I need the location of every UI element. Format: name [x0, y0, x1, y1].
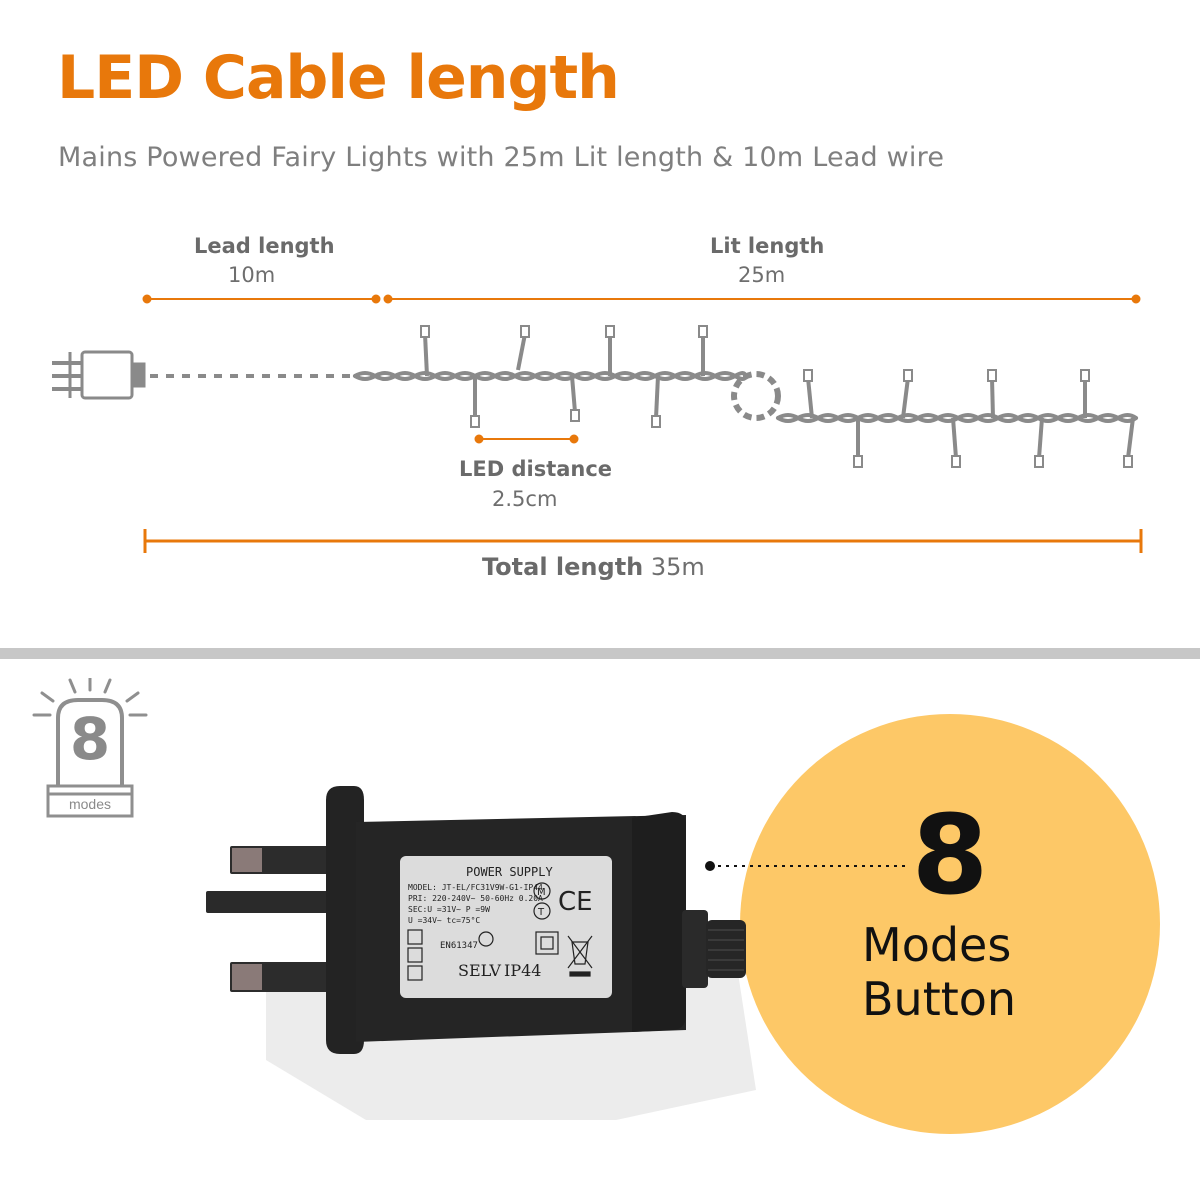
- lit-wire-segment: [353, 371, 747, 381]
- badge-number: 8: [69, 705, 111, 773]
- safety-marks-icon: [407, 929, 423, 981]
- lead-length-value: 10m: [228, 263, 276, 287]
- lit-wire-segment-2: [776, 413, 1138, 423]
- led-distance-label: LED distance: [459, 457, 613, 481]
- adapter-sec: SEC:U =31V~ P =9W: [408, 905, 490, 914]
- callout-text: Modes Button: [862, 918, 1042, 1026]
- adapter-ip: IP44: [504, 961, 541, 980]
- lead-length-measure: [142, 294, 381, 304]
- total-length-measure: [143, 529, 1143, 553]
- wee-bin-icon: [567, 935, 593, 977]
- led-distance-measure: [474, 434, 579, 444]
- lit-length-label: Lit length: [710, 234, 825, 258]
- section-divider: [0, 648, 1200, 659]
- t-mark: T: [537, 907, 545, 918]
- lead-length-label: Lead length: [194, 234, 335, 258]
- page-subtitle: Mains Powered Fairy Lights with 25m Lit …: [58, 142, 945, 173]
- lit-length-measure: [383, 294, 1141, 304]
- callout-line-1: Modes: [862, 918, 1012, 972]
- callout-number: 8: [911, 791, 989, 919]
- callout-line-2: Button: [862, 972, 1017, 1026]
- led-distance-value: 2.5cm: [492, 487, 558, 511]
- power-adapter-image: POWER SUPPLY MODEL: JT-EL/FC31V9W-G1-IP4…: [206, 786, 756, 1120]
- total-length-label: Total length: [482, 553, 644, 581]
- adapter-selv: SELV: [458, 961, 501, 980]
- adapter-pri: PRI: 220-240V~ 50-60Hz 0.20A: [408, 894, 543, 903]
- adapter-heading: POWER SUPPLY: [466, 865, 553, 879]
- cable-diagram: [52, 294, 1143, 553]
- m-mark: M: [537, 887, 546, 898]
- modes-callout-circle: [740, 714, 1160, 1134]
- led-bulbs: [420, 325, 1135, 468]
- plug-icon: [52, 350, 146, 400]
- page-title: LED Cable length: [57, 43, 620, 113]
- wire-coil: [731, 371, 781, 421]
- siren-light-icon: 8 modes: [28, 676, 152, 822]
- badge-caption: modes: [68, 796, 112, 812]
- adapter-model: MODEL: JT-EL/FC31V9W-G1-IP44: [408, 883, 543, 892]
- adapter-standard: EN61347: [440, 941, 478, 951]
- ce-mark: CE: [558, 887, 593, 917]
- callout-pointer: [700, 856, 910, 881]
- total-length-value: 35m: [650, 553, 705, 581]
- total-length: Total length 35m: [482, 553, 705, 581]
- lit-length-value: 25m: [738, 263, 786, 287]
- adapter-uout: U =34V~ tc=75°C: [408, 916, 480, 925]
